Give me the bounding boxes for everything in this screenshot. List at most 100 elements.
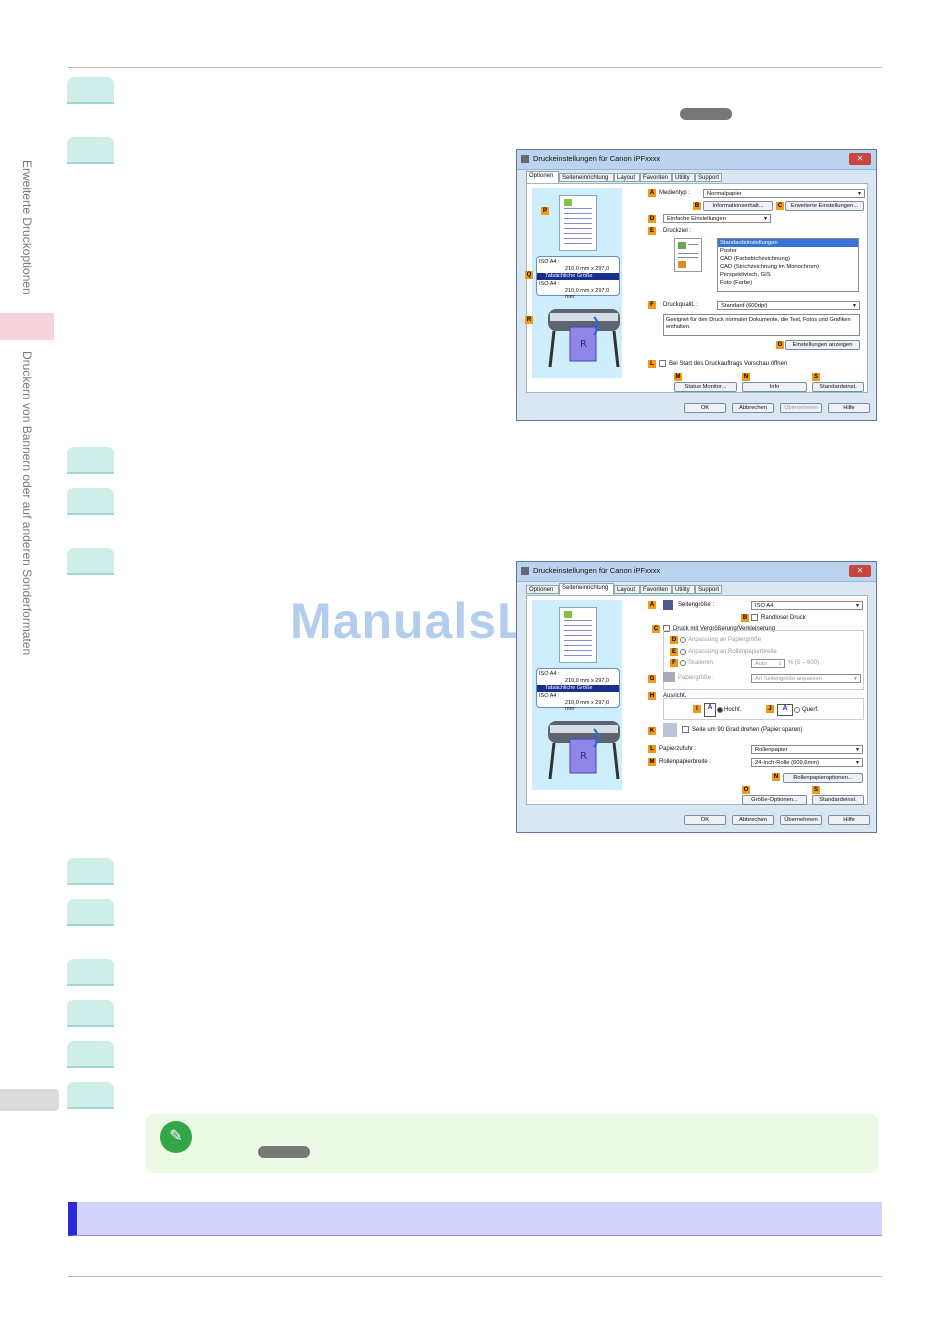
preview-checkbox-label: Bei Start des Druckauftrags Vorschau öff… (669, 361, 788, 367)
label-marker-e: E (648, 227, 656, 235)
list-item[interactable]: CAD (Strichzeichnung im Monochrom) (720, 264, 819, 270)
mode-select[interactable]: Einfache Einstellungen▼ (663, 214, 771, 223)
portrait-icon: A (704, 703, 716, 717)
section-heading-bar (68, 1202, 882, 1236)
tab-seiteneinrichtung[interactable]: Seiteneinrichtung (559, 583, 614, 595)
advanced-settings-button[interactable]: Erweiterte Einstellungen... (785, 201, 864, 211)
link-pill[interactable] (680, 108, 732, 120)
tab-seiteneinrichtung[interactable]: Seiteneinrichtung (559, 173, 614, 182)
print-settings-dialog-options: Druckeinstellungen für Canon iPFxxxx ✕ O… (516, 149, 877, 421)
paper-size-label: Papiergröße : (678, 675, 715, 681)
list-item[interactable]: Foto (Farbe) (720, 280, 753, 286)
tab-support[interactable]: Support (695, 173, 722, 182)
list-item[interactable]: Standardeinstellungen (718, 239, 858, 247)
step-marker (67, 447, 114, 474)
print-target-list[interactable]: Standardeinstellungen Poster CAD (Farbst… (717, 238, 859, 292)
preview-checkbox[interactable] (659, 360, 666, 367)
size-label: ISO A4 : (539, 693, 560, 699)
media-type-select[interactable]: Normalpapier▼ (703, 189, 865, 198)
apply-button[interactable]: Übernehmen (780, 403, 822, 413)
tab-optionen[interactable]: Optionen (526, 171, 559, 183)
tab-layout[interactable]: Layout (614, 173, 640, 182)
defaults-button[interactable]: Standardeinst. (812, 382, 864, 392)
label-marker-p: P (541, 207, 549, 215)
borderless-checkbox[interactable] (751, 614, 758, 621)
cancel-button[interactable]: Abbrechen (732, 815, 774, 825)
scale-radio[interactable] (680, 660, 686, 666)
size-label: ISO A4 : (539, 259, 560, 265)
list-item[interactable]: Perspektivisch, GIS (720, 272, 771, 278)
scaling-label: Druck mit Vergrößerung/Verkleinerung (673, 626, 776, 632)
orientation-group (663, 698, 864, 720)
label-marker-f: F (670, 659, 678, 667)
roll-width-value: 24-Inch-Rolle (609,6mm) (755, 760, 820, 766)
paper-size-value: An Seitengröße anpassen (755, 676, 823, 682)
apply-button[interactable]: Übernehmen (780, 815, 822, 825)
print-settings-dialog-page-setup: Druckeinstellungen für Canon iPFxxxx ✕ O… (516, 561, 877, 833)
top-rule (68, 67, 882, 68)
size-value: 210,0 mm x 297,0 mm (565, 288, 610, 300)
print-quality-select[interactable]: Standard (600dpi)▼ (717, 301, 860, 310)
label-marker-a: A (648, 189, 656, 197)
label-marker-o: O (742, 786, 750, 794)
tab-utility[interactable]: Utility (672, 173, 695, 182)
page-preview (559, 607, 597, 663)
sidebar-section: Druckern von Bannern oder auf anderen So… (20, 351, 34, 656)
dialog-title: Druckeinstellungen für Canon iPFxxxx (533, 154, 661, 163)
size-options-button[interactable]: Größe-Optionen... (742, 795, 807, 805)
list-item[interactable]: Poster (720, 248, 737, 254)
tab-favoriten[interactable]: Favoriten (640, 173, 672, 182)
tab-favoriten[interactable]: Favoriten (640, 585, 672, 594)
paper-source-select[interactable]: Rollenpapier▼ (751, 745, 863, 754)
ok-button[interactable]: OK (684, 815, 726, 825)
scaling-checkbox[interactable] (663, 625, 670, 632)
label-marker-e: E (670, 648, 678, 656)
size-label: ISO A4 : (539, 281, 560, 287)
tab-support[interactable]: Support (695, 585, 722, 594)
tab-utility[interactable]: Utility (672, 585, 695, 594)
page-number-tab (0, 1089, 59, 1111)
rotate-checkbox[interactable] (682, 726, 689, 733)
fit-roll-radio[interactable] (680, 649, 686, 655)
landscape-radio[interactable] (794, 707, 800, 713)
help-button[interactable]: Hilfe (828, 403, 870, 413)
portrait-label: Hochf. (724, 707, 742, 713)
roll-options-button[interactable]: Rollenpapieroptionen... (783, 773, 863, 783)
close-button[interactable]: ✕ (849, 153, 871, 165)
status-monitor-button[interactable]: Status Monitor... (674, 382, 737, 392)
preview-pane: ISO A4 : 210,0 mm x 297,0 mm Tatsächlich… (532, 188, 622, 378)
svg-text:R: R (580, 751, 587, 762)
chevron-down-icon: ▼ (855, 747, 860, 753)
landscape-label: Querf. (802, 707, 819, 713)
label-marker-m: M (648, 758, 656, 766)
size-label: ISO A4 : (539, 671, 560, 677)
rotate-page-icon (663, 723, 677, 737)
description-box: Geeignet für den Druck normaler Dokument… (663, 314, 860, 336)
page-size-label: Seitengröße : (678, 602, 715, 608)
help-button[interactable]: Hilfe (828, 815, 870, 825)
print-quality-value: Standard (600dpi) (721, 303, 768, 309)
link-pill[interactable] (258, 1146, 310, 1158)
list-item[interactable]: CAD (Farbstrichzeichnung) (720, 256, 790, 262)
portrait-radio[interactable] (717, 707, 723, 713)
defaults-button[interactable]: Standardeinst. (812, 795, 864, 805)
label-marker-s: S (812, 373, 820, 381)
step-marker (67, 1000, 114, 1027)
cancel-button[interactable]: Abbrechen (732, 403, 774, 413)
close-button[interactable]: ✕ (849, 565, 871, 577)
ok-button[interactable]: OK (684, 403, 726, 413)
tab-layout[interactable]: Layout (614, 585, 640, 594)
paper-size-select[interactable]: An Seitengröße anpassen▼ (751, 674, 861, 683)
page-size-value: ISO A4 (755, 603, 774, 609)
page-size-select[interactable]: ISO A4▼ (751, 601, 863, 610)
fit-paper-radio[interactable] (680, 637, 686, 643)
show-settings-button[interactable]: Einstellungen anzeigen (785, 340, 860, 350)
roll-width-select[interactable]: 24-Inch-Rolle (609,6mm)▼ (751, 758, 863, 767)
size-info-box: ISO A4 : 210,0 mm x 297,0 mm Tatsächlich… (536, 256, 620, 300)
preview-pane: ISO A4 : 210,0 mm x 297,0 mm Tatsächlich… (532, 600, 622, 790)
tab-optionen[interactable]: Optionen (526, 585, 559, 594)
chevron-down-icon: ▼ (763, 216, 768, 222)
media-info-button[interactable]: Informationserhalt... (703, 201, 773, 211)
info-button[interactable]: Info (742, 382, 807, 392)
scale-input[interactable]: Auto⇕ (751, 659, 785, 668)
